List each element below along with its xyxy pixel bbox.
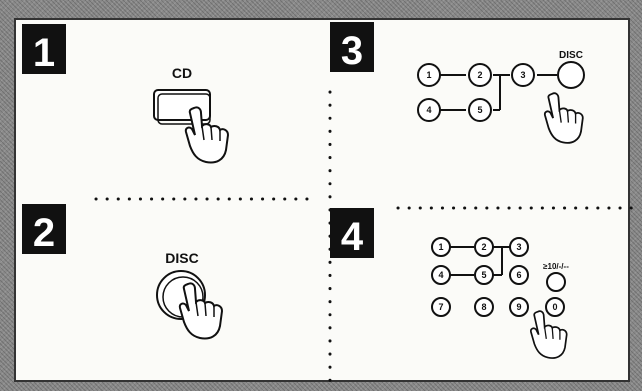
key-4[interactable]: 4 [432,266,450,284]
svg-text:2: 2 [477,70,482,80]
key-6[interactable]: 6 [510,266,528,284]
key-5[interactable]: 5 [469,99,491,121]
key-0[interactable]: 0 [546,298,564,316]
step-1-number: 1 [33,31,55,75]
disc-small-label: DISC [559,50,583,61]
step-4-number: 4 [341,215,364,259]
key-1[interactable]: 1 [418,64,440,86]
svg-text:0: 0 [552,302,557,312]
svg-text:9: 9 [516,302,521,312]
step-4-badge: 4 [330,208,374,259]
ten-plus-label: ≥10/-/-- [543,262,569,271]
step-1-badge: 1 [22,24,66,75]
svg-text:2: 2 [481,242,486,252]
step-3-badge: 3 [330,22,374,73]
key-8[interactable]: 8 [475,298,493,316]
svg-text:5: 5 [481,270,486,280]
svg-text:4: 4 [426,105,431,115]
pressing-hand-icon [545,93,583,143]
step-3-keypad [440,75,557,110]
svg-text:6: 6 [516,270,521,280]
key-1[interactable]: 1 [432,238,450,256]
key-7[interactable]: 7 [432,298,450,316]
key-3[interactable]: 3 [510,238,528,256]
cd-label: CD [172,65,192,81]
step-3-number: 3 [341,29,363,73]
svg-text:3: 3 [516,242,521,252]
key-2[interactable]: 2 [475,238,493,256]
svg-text:1: 1 [426,70,431,80]
svg-text:3: 3 [520,70,525,80]
svg-text:5: 5 [477,105,482,115]
key-2[interactable]: 2 [469,64,491,86]
svg-text:1: 1 [438,242,443,252]
svg-text:8: 8 [481,302,486,312]
svg-text:4: 4 [438,270,443,280]
pressing-hand-icon [531,311,567,358]
step-2-number: 2 [33,211,55,255]
key-9[interactable]: 9 [510,298,528,316]
key-4[interactable]: 4 [418,99,440,121]
svg-text:7: 7 [438,302,443,312]
ten-plus-button[interactable] [547,273,565,291]
disc-label: DISC [165,250,198,266]
disc-small-button[interactable] [558,62,584,88]
step-2-badge: 2 [22,204,66,255]
key-3[interactable]: 3 [512,64,534,86]
key-5[interactable]: 5 [475,266,493,284]
